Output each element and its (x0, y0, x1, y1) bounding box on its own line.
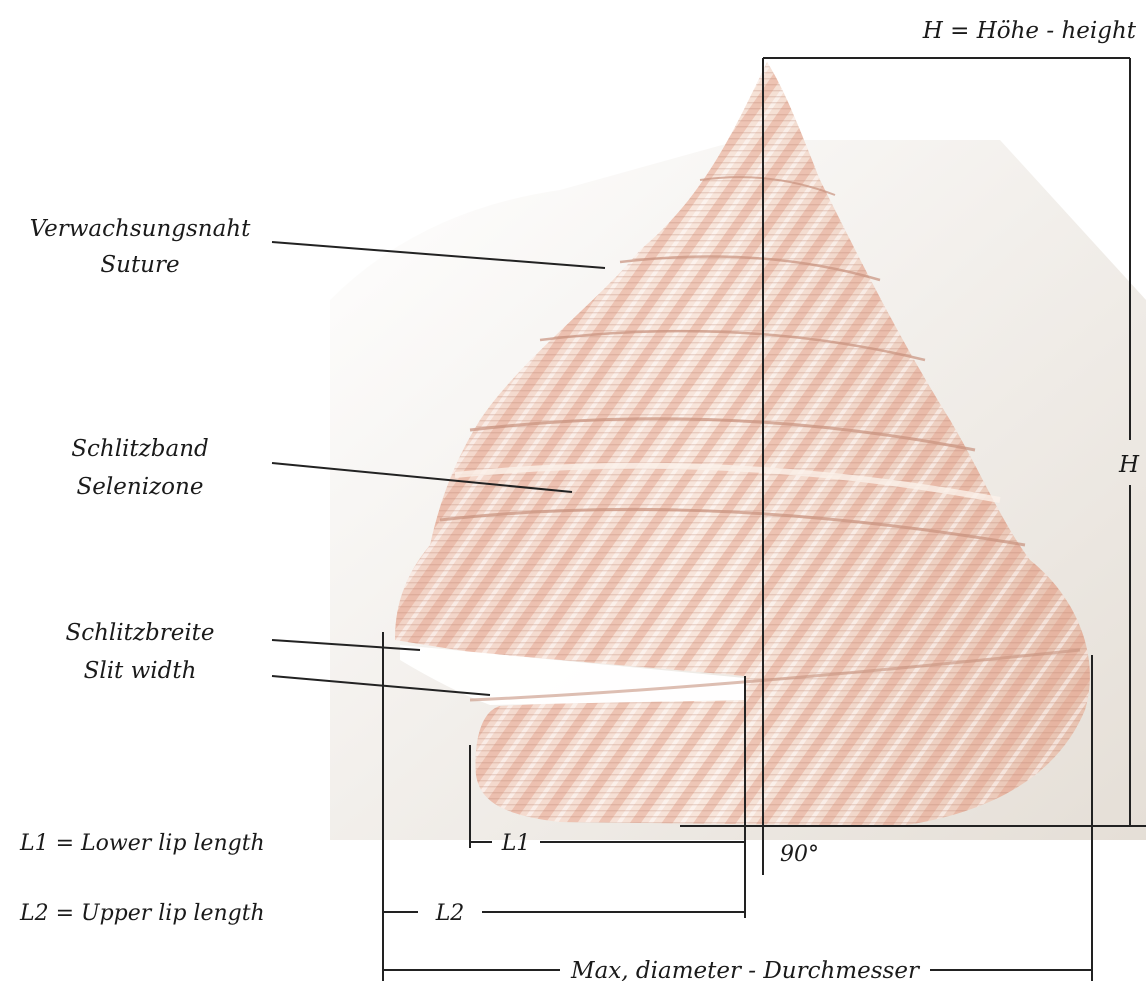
height-legend: H = Höhe - height (922, 18, 1137, 44)
suture-label-en: Suture (100, 252, 179, 278)
slit-width-label-en: Slit width (84, 658, 197, 684)
suture-label-de: Verwachsungsnaht (30, 216, 251, 242)
selenizone-label-de: Schlitzband (71, 436, 209, 462)
height-marker: H (1118, 452, 1140, 478)
l2-marker: L2 (435, 901, 465, 926)
l1-legend: L1 = Lower lip length (19, 831, 265, 856)
right-angle-label: 90° (780, 842, 819, 867)
slit-width-label-de: Schlitzbreite (65, 620, 214, 646)
diameter-label: Max, diameter - Durchmesser (570, 958, 921, 981)
selenizone-label-en: Selenizone (77, 474, 204, 500)
l1-marker: L1 (501, 831, 531, 856)
l2-legend: L2 = Upper lip length (19, 901, 265, 926)
